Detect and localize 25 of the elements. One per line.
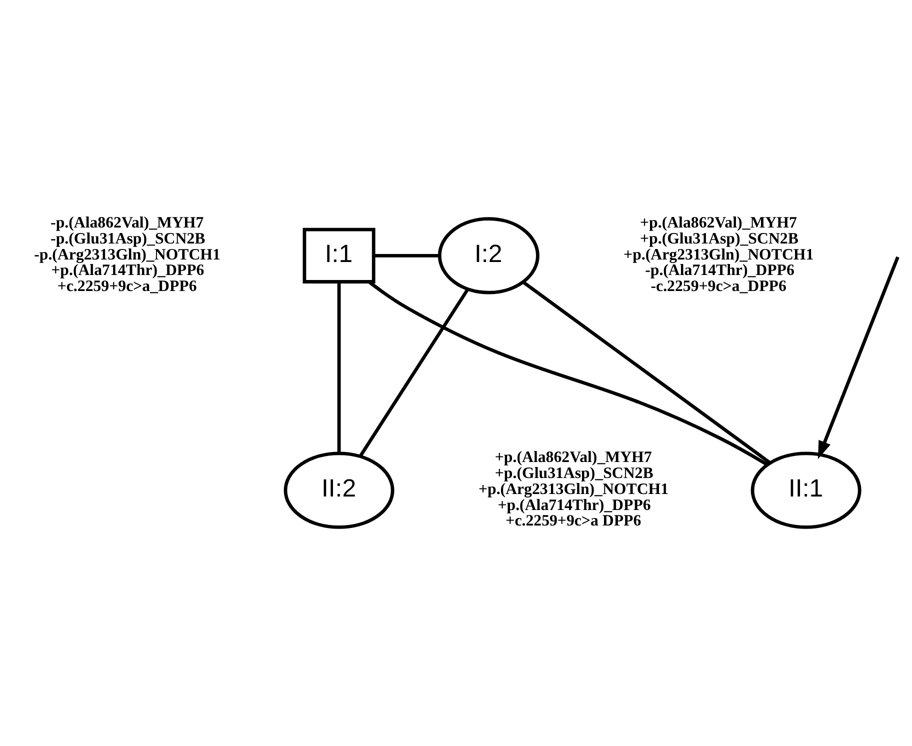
node-box: I:1 <box>302 228 376 284</box>
arrow <box>818 256 900 460</box>
node-label: +p.(Arg2313Gln)_NOTCH1 <box>478 480 669 498</box>
node-label: -p.(Ala714Thr)_DPP6 <box>645 262 794 280</box>
node-label: +p.(Glu31Asp)_SCN2B <box>494 465 654 482</box>
node-ellipse: I:2 <box>438 217 540 294</box>
node-ellipse: II:2 <box>284 452 394 529</box>
connector <box>368 280 768 466</box>
node-ellipse: II:1 <box>750 452 862 529</box>
node-label: -p.(Glu31Asp)_SCN2B <box>50 230 206 248</box>
node-label: +p.(Ala714Thr)_DPP6 <box>498 496 651 514</box>
connector <box>374 254 440 258</box>
node-label: -c.2259+9c>a_DPP6 <box>650 278 786 296</box>
connector <box>522 280 772 464</box>
node-label: +p.(Ala862Val)_MYH7 <box>494 449 652 466</box>
node-label: +c.2259+9c>a DPP6 <box>506 512 642 530</box>
node-label: +c.2259+9c>a_DPP6 <box>57 278 197 296</box>
node-label: +p.(Ala714Thr)_DPP6 <box>51 262 204 280</box>
node-label: +p.(Ala862Val)_MYH7 <box>640 214 797 232</box>
connector <box>337 282 341 454</box>
connector <box>358 288 470 458</box>
node-label: +p.(Glu31Asp)_SCN2B <box>640 230 798 248</box>
node-label: +p.(Arg2313Gln)_NOTCH1 <box>624 246 814 264</box>
node-label: -p.(Ala862Val)_MYH7 <box>50 214 204 232</box>
node-label: -p.(Arg2313Gln)_NOTCH1 <box>34 246 220 264</box>
